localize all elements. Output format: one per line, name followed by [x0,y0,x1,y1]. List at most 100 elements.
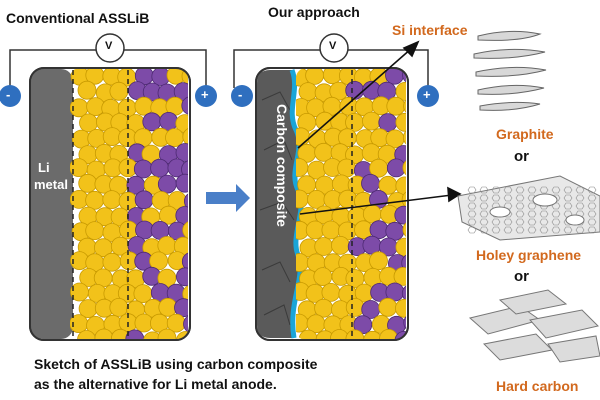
electrolyte-particle [330,235,350,255]
cathode-particle [134,190,154,210]
electrolyte-particle [109,81,129,101]
cathode-particle [361,173,380,193]
electrolyte-particle [149,251,169,271]
cathode-particle [394,205,406,225]
right-circuit [231,33,439,107]
electrolyte-particle [298,82,318,101]
positive-terminal-left [195,85,217,107]
carbon-composite-anode [257,70,302,338]
or-label-1: or [514,148,529,165]
voltmeter-left [95,33,125,63]
carbon-composite-label: Carbon composite [274,104,290,227]
cathode-particle [403,313,406,333]
electrolyte-particle [182,220,188,240]
electrolyte-particle [402,158,406,178]
electrolyte-particle [321,282,341,302]
electrolyte-particle [362,111,381,131]
cathode-particle [402,68,406,85]
left-circuit [0,33,217,107]
cathode-particle [353,315,373,335]
electrolyte-particle [77,80,97,100]
electrolyte-particle [85,190,104,210]
electrolyte-particle [402,128,406,147]
electrolyte-particle [182,284,188,304]
cathode-particle [401,283,406,303]
voltmeter-label-left: V [105,40,113,52]
electrolyte-particle [182,127,188,147]
si-interface-label: Si interface [392,22,468,38]
li-metal-anode [31,69,73,339]
electrolyte-particle [176,331,188,340]
cathode-particle [175,173,188,193]
electrolyte-particle [102,252,122,272]
approach-cell [255,67,409,341]
conventional-title: Conventional ASSLiB [6,10,150,26]
electrolyte-particle [394,298,406,318]
negative-sign-left: - [6,87,11,102]
cathode-particle [159,112,179,131]
negative-terminal-left [0,85,21,107]
electrolyte-particle [363,330,383,340]
holey-graphene-illustration [457,175,600,241]
electrolyte-particle [143,331,162,340]
electrolyte-particle [386,96,406,116]
caption-line-1: Sketch of ASSLiB using carbon composite [34,356,318,372]
voltmeter-label-right: V [329,40,337,52]
electrolyte-particle [157,328,177,340]
callout-arrows [297,40,462,215]
electrolyte-particle [78,173,98,193]
cathode-particle [181,252,188,271]
hard-carbon-illustration [468,289,600,363]
holey-graphene-label: Holey graphene [476,247,582,263]
electrolyte-particle [378,297,398,317]
li-metal-label-line1: Li [38,160,50,175]
electrolyte-particle [393,266,406,286]
electrolyte-particle [85,221,105,241]
cathode-particle [183,314,188,334]
electrolyte-particle [345,329,365,340]
electrolyte-particle [337,158,357,178]
electrolyte-particle [402,220,406,240]
caption-line-2: as the alternative for Li metal anode. [34,376,277,392]
electrolyte-particle [395,176,406,196]
transition-arrow [206,184,250,212]
graphite-illustration [473,30,547,111]
cathode-particle [142,112,162,132]
negative-terminal-right [231,85,253,107]
electrolyte-particle [369,251,388,271]
graphite-label: Graphite [496,126,554,142]
cathode-particle [175,143,188,162]
cathode-particle [150,158,170,178]
electrolyte-particle [345,297,365,317]
positive-terminal-right [417,85,439,107]
cathode-particle [175,267,188,287]
cathode-particle [183,191,188,211]
or-label-2: or [514,268,529,285]
si-interface-pointer [297,47,413,149]
cathode-particle [181,96,188,115]
right-particle-field [296,68,406,340]
electrolyte-particle [338,189,358,209]
cathode-particle [157,174,177,194]
electrolyte-particle [395,237,406,257]
approach-title: Our approach [268,4,360,20]
electrolyte-particle [395,112,406,132]
hard-carbon-label: Hard carbon [496,378,579,394]
carbon-options-pointer [299,194,453,215]
cathode-particle [174,298,188,318]
electrolyte-particle [395,82,406,101]
electrolyte-particle [403,96,406,116]
li-metal-label-line2: metal [34,177,68,192]
electrolyte-particle [321,220,341,240]
negative-sign-right: - [238,87,243,102]
cathode-particle [394,330,406,340]
electrolyte-particle [134,96,154,116]
electrolyte-particle [401,190,406,209]
electrolyte-particle [102,190,122,210]
cathode-particle [385,221,405,241]
electrolyte-particle [158,297,178,317]
voltmeter-right [319,33,349,63]
positive-sign-right: + [423,87,431,102]
positive-sign-left: + [201,87,209,102]
